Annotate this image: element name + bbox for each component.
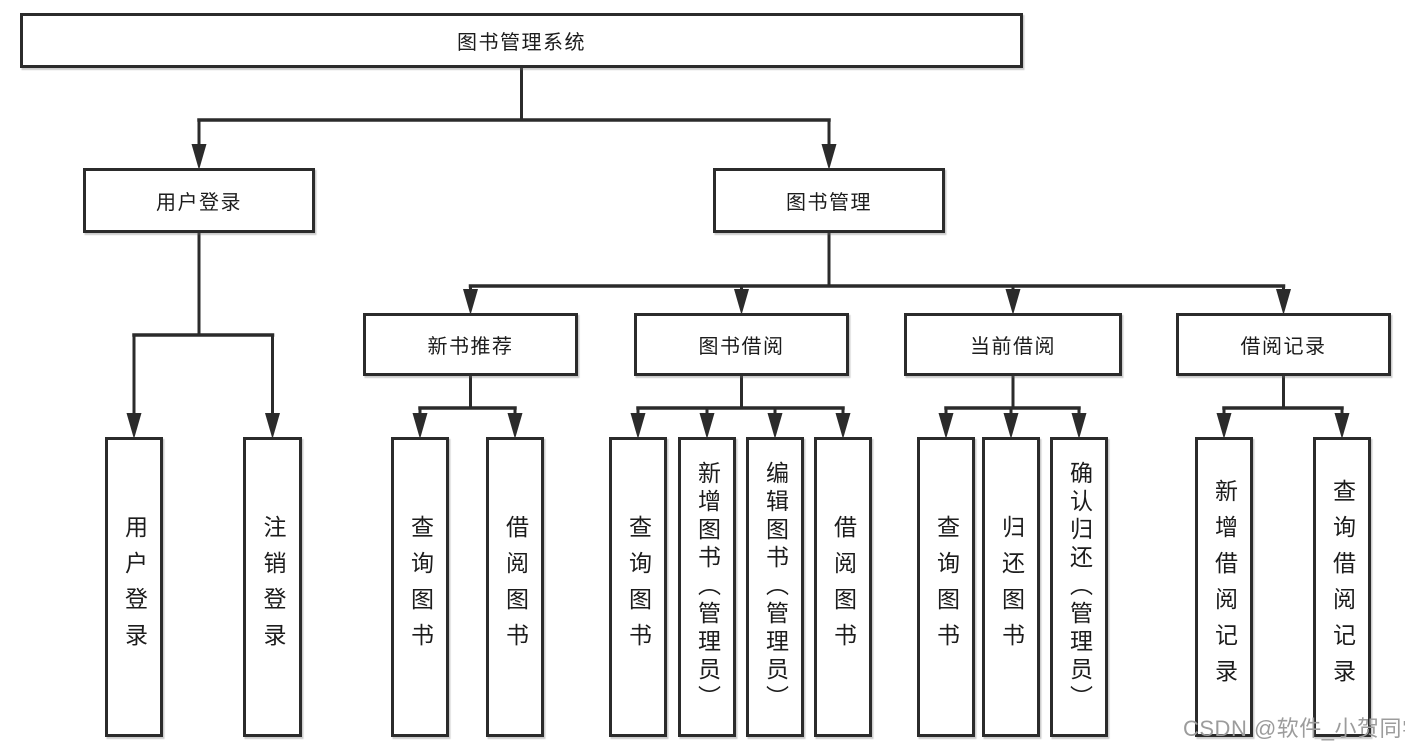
node-borrow-edit: 编辑图书（管理员） (746, 437, 804, 737)
node-label: 图书管理 (786, 192, 872, 214)
node-label: 查询图书 (407, 515, 434, 659)
node-label: 查询图书 (625, 515, 652, 659)
node-borrow-add: 新增图书（管理员） (678, 437, 736, 737)
node-newbook: 新书推荐 (363, 313, 578, 376)
node-borrow: 图书借阅 (634, 313, 849, 376)
watermark: CSDN @软件_小贺同学 (1183, 716, 1405, 741)
node-label: 编辑图书（管理员） (762, 461, 789, 713)
node-current-query: 查询图书 (917, 437, 975, 737)
node-label: 当前借阅 (970, 336, 1056, 358)
node-bookmgmt: 图书管理 (713, 168, 945, 233)
node-records: 借阅记录 (1176, 313, 1391, 376)
node-login-logout: 注销登录 (243, 437, 302, 737)
node-current-return: 归还图书 (982, 437, 1040, 737)
node-current-confirm: 确认归还（管理员） (1050, 437, 1108, 737)
node-label: 确认归还（管理员） (1066, 461, 1093, 713)
node-records-add: 新增借阅记录 (1195, 437, 1253, 737)
node-records-query: 查询借阅记录 (1313, 437, 1371, 737)
node-label: 新书推荐 (427, 336, 514, 358)
node-label: 新增图书（管理员） (694, 461, 721, 713)
node-label: 归还图书 (998, 515, 1025, 659)
node-login-user: 用户登录 (105, 437, 163, 737)
node-label: 图书借阅 (698, 336, 785, 358)
node-label: 用户登录 (121, 515, 148, 659)
node-label: 借阅图书 (830, 515, 857, 659)
node-label: 借阅记录 (1240, 336, 1327, 358)
node-newbook-query: 查询图书 (391, 437, 449, 737)
node-label: 注销登录 (260, 515, 286, 659)
node-label: 借阅图书 (502, 515, 529, 659)
node-root: 图书管理系统 (20, 13, 1023, 68)
node-label: 用户登录 (156, 192, 242, 214)
node-label: 图书管理系统 (457, 32, 586, 54)
node-borrow-borrow: 借阅图书 (814, 437, 872, 737)
node-label: 新增借阅记录 (1211, 479, 1238, 695)
node-label: 查询图书 (933, 515, 960, 659)
node-login: 用户登录 (83, 168, 315, 233)
node-label: 查询借阅记录 (1329, 479, 1356, 695)
node-borrow-query: 查询图书 (609, 437, 667, 737)
node-current: 当前借阅 (904, 313, 1122, 376)
node-newbook-borrow: 借阅图书 (486, 437, 544, 737)
